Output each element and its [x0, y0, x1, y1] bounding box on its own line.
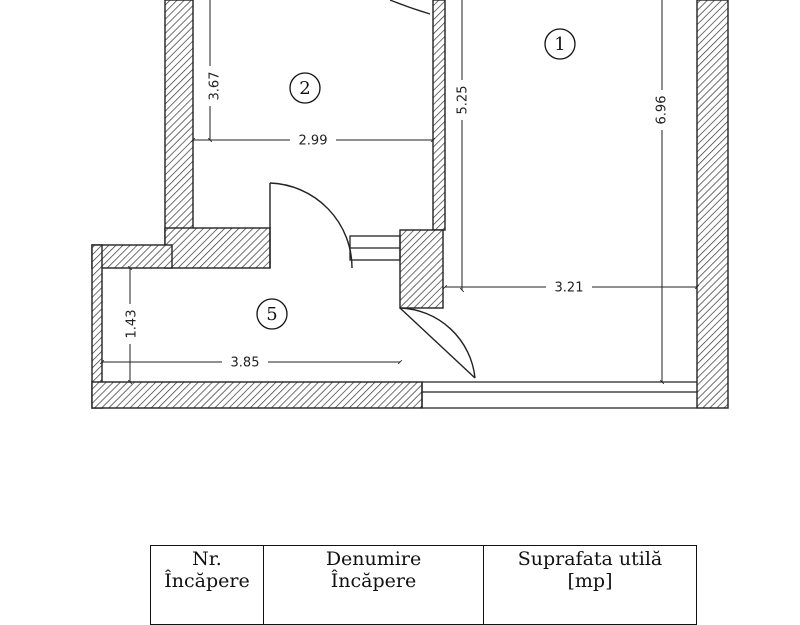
room-number-2: 2: [299, 78, 310, 99]
wall-room5-bottom: [91, 381, 423, 409]
doors: [269, 182, 476, 379]
header-room-name: Denumire Încăpere: [263, 545, 484, 625]
room-markers: [256, 28, 576, 330]
room-marker-2: [289, 72, 321, 104]
room-number-5: 5: [266, 304, 277, 325]
wall-pillar: [399, 229, 444, 309]
dim-room2-height: 3.67: [208, 72, 223, 101]
header-room-name-line2: Încăpere: [330, 570, 417, 592]
dim-room1-height-left: 5.25: [456, 86, 471, 115]
room-marker-5: [256, 298, 288, 330]
door-swing-5: [399, 307, 476, 379]
room-table-header: Nr. Încăpere Denumire Încăpere Suprafata…: [150, 545, 697, 625]
wall-right: [696, 0, 729, 409]
wall-left-room2: [164, 0, 194, 246]
wall-room5-top: [91, 244, 173, 269]
walls: [91, 0, 729, 409]
dim-room1-height-right: 6.96: [655, 96, 670, 125]
dim-room5-height: 1.43: [125, 310, 140, 339]
header-room-name-line1: Denumire: [325, 548, 422, 570]
thin-lines: [349, 0, 697, 409]
door-leaf-5: [399, 307, 476, 379]
door-swing-2-5: [269, 182, 353, 269]
wall-2-5: [164, 227, 271, 269]
header-room-number: Nr. Încăpere: [150, 545, 264, 625]
floor-plan: 3.67 2.99 5.25 6.96 3.21 1.43 3.85 1 2 5: [91, 0, 729, 409]
header-room-number-line2: Încăpere: [164, 570, 250, 592]
dimension-labels: 3.67 2.99 5.25 6.96 3.21 1.43 3.85: [120, 66, 672, 371]
dim-room5-width: 3.85: [231, 356, 260, 371]
header-useful-area-line2: [mp]: [567, 570, 613, 592]
room-marker-1: [544, 28, 576, 60]
dim-room2-width: 2.99: [299, 134, 328, 149]
header-useful-area-line1: Suprafata utilă: [517, 548, 663, 570]
wall-partition-2-1: [432, 0, 446, 231]
room-table: Nr. Încăpere Denumire Încăpere Suprafata…: [150, 545, 697, 625]
dim-room1-width: 3.21: [555, 281, 584, 296]
header-room-number-line1: Nr.: [192, 548, 222, 570]
room-number-1: 1: [554, 34, 565, 55]
door-arc-top: [389, 0, 431, 15]
header-useful-area: Suprafata utilă [mp]: [483, 545, 697, 625]
